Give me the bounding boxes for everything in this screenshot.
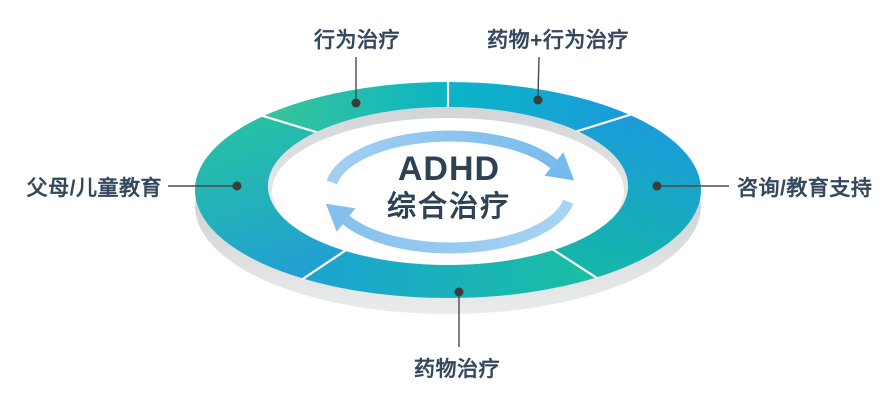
ring-segment-medication-therapy (302, 249, 597, 299)
ring-segment-parent-child-education (194, 116, 345, 279)
callout-line-medication-plus-behavior (537, 56, 540, 97)
callout-dot-parent-child-education (232, 181, 242, 191)
center-title-line2: 综合治疗 (386, 191, 512, 223)
cycle-arrow-bottom-head (325, 203, 356, 232)
callout-lines (168, 56, 729, 347)
label-medication-plus-behavior: 药物+行为治疗 (487, 29, 629, 52)
callout-dot-medication-therapy (454, 287, 464, 297)
cycle-arrow-top-head (544, 152, 575, 181)
ring-segment-medication-plus-behavior (448, 82, 630, 132)
center-title-line1: ADHD (397, 150, 501, 188)
center-title: ADHD 综合治疗 (387, 149, 511, 225)
callout-dot-behavior-therapy (351, 98, 361, 108)
label-parent-child-education: 父母/儿童教育 (26, 177, 162, 200)
segment-dividers (261, 81, 632, 281)
cycle-arrow-top (326, 130, 558, 185)
cycle-arrow-bottom (342, 199, 574, 254)
label-behavior-therapy: 行为治疗 (314, 29, 400, 52)
label-counseling-education-support: 咨询/教育支持 (737, 177, 873, 200)
callout-dots (232, 95, 662, 297)
callout-dot-counseling-support (652, 181, 662, 191)
label-medication-therapy: 药物治疗 (414, 358, 500, 381)
ring-segment-counseling-support (553, 115, 702, 278)
callout-dot-medication-plus-behavior (533, 95, 543, 105)
